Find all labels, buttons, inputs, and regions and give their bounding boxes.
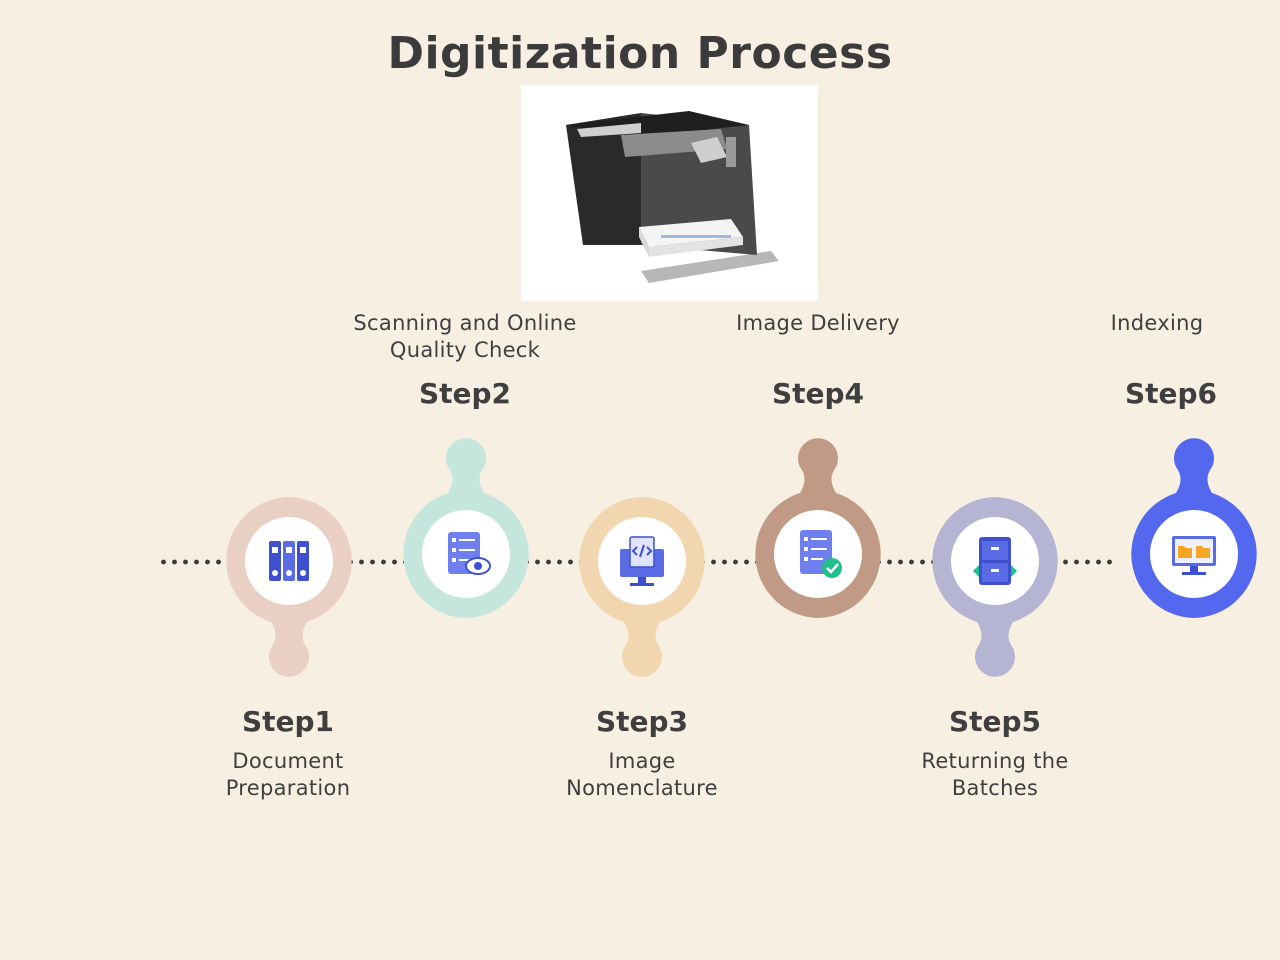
step5-icon-holder bbox=[951, 517, 1039, 605]
step4-description: Image Delivery bbox=[668, 310, 968, 337]
step4-node bbox=[754, 430, 882, 618]
step1-description-line: Document bbox=[232, 749, 344, 773]
step1-icon-holder bbox=[245, 517, 333, 605]
step6-description: Indexing bbox=[1007, 310, 1280, 337]
step6-node bbox=[1130, 430, 1258, 618]
step3-icon-holder bbox=[598, 517, 686, 605]
step5-label: Step5 bbox=[948, 705, 1042, 738]
page-title: Digitization Process bbox=[387, 28, 893, 79]
step3-description-line: Image bbox=[608, 749, 676, 773]
step2-label: Step2 bbox=[418, 377, 512, 410]
step6-icon-holder bbox=[1150, 510, 1238, 598]
binders-icon bbox=[269, 541, 309, 581]
step5-description-line: Returning the bbox=[921, 749, 1069, 773]
step1-label: Step1 bbox=[241, 705, 335, 738]
step4-description-line: Image Delivery bbox=[736, 311, 900, 335]
step1-description: Document Preparation bbox=[138, 748, 438, 802]
filing-cabinet-icon bbox=[973, 537, 1017, 585]
step6-label: Step6 bbox=[1124, 377, 1218, 410]
step4-label: Step4 bbox=[771, 377, 865, 410]
step3-description: Image Nomenclature bbox=[492, 748, 792, 802]
code-monitor-icon bbox=[620, 536, 664, 586]
step1-description-line: Preparation bbox=[225, 776, 351, 800]
step1-node bbox=[225, 497, 353, 685]
step2-description-line: Quality Check bbox=[389, 338, 541, 362]
step2-node bbox=[402, 430, 530, 618]
step4-icon-holder bbox=[774, 510, 862, 598]
step5-node bbox=[931, 497, 1059, 685]
step5-description-line: Batches bbox=[951, 776, 1039, 800]
step3-description-line: Nomenclature bbox=[566, 776, 718, 800]
step3-node bbox=[578, 497, 706, 685]
folders-monitor-icon bbox=[1172, 536, 1216, 575]
checklist-approved-icon bbox=[800, 530, 842, 578]
step2-description: Scanning and Online Quality Check bbox=[315, 310, 615, 364]
step2-description-line: Scanning and Online bbox=[353, 311, 577, 335]
scanner-icon bbox=[566, 111, 779, 283]
step5-description: Returning the Batches bbox=[845, 748, 1145, 802]
scanner-image bbox=[521, 85, 818, 301]
checklist-eye-icon bbox=[448, 532, 491, 575]
step6-description-line: Indexing bbox=[1110, 311, 1204, 335]
step2-icon-holder bbox=[422, 510, 510, 598]
step3-label: Step3 bbox=[595, 705, 689, 738]
